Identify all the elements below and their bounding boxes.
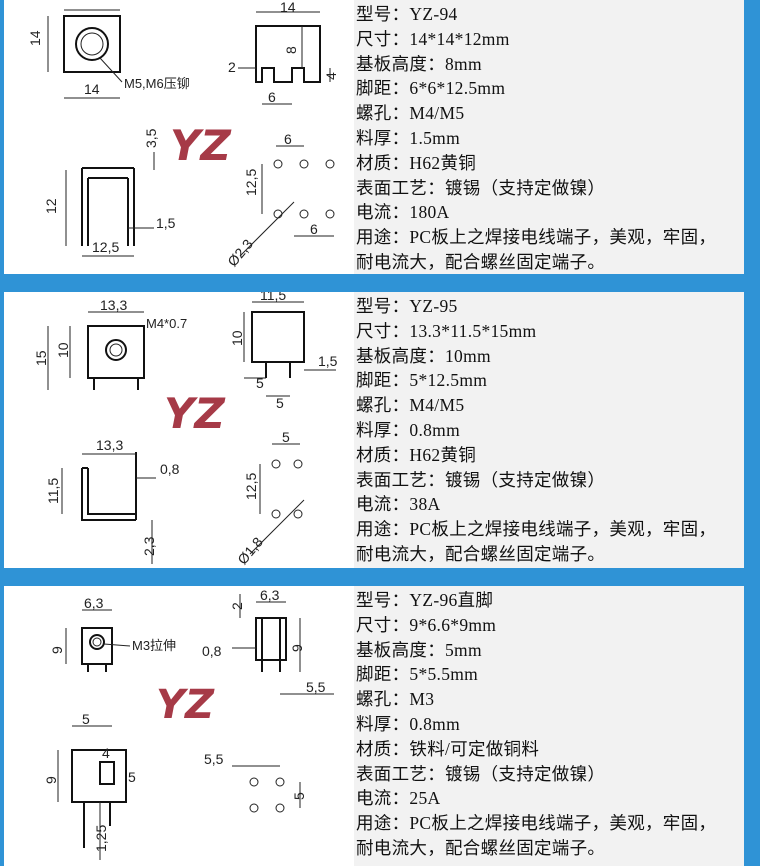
dim-label: 5 (276, 395, 284, 411)
dim-label: 6 (310, 221, 318, 237)
spec-current: 电流：38A (356, 494, 441, 515)
drawing-svg: 13,3 M4*0.7 15 10 11,5 10 5 1,5 5 YZ (33, 292, 338, 568)
spec-usage-cont: 耐电流大，配合螺丝固定端子。 (356, 251, 606, 272)
dim-label: 10 (229, 330, 245, 346)
dim-label: Ø2,3 (224, 236, 256, 270)
dim-label: 9 (43, 776, 59, 784)
dim-label: 12 (43, 198, 59, 214)
dim-label: 14 (84, 81, 100, 97)
spec-list: 型号：YZ-94 尺寸：14*14*12mm 基板高度：8mm 脚距：6*6*1… (354, 0, 744, 274)
spec-size: 尺寸：13.3*11.5*15mm (356, 320, 537, 341)
spec-pin-pitch: 脚距：5*12.5mm (356, 370, 488, 391)
dim-label: 2,3 (141, 536, 157, 556)
spec-model: 型号：YZ-96直脚 (356, 590, 494, 610)
spec-screw-hole: 螺孔：M4/M5 (356, 103, 465, 124)
spec-usage-cont: 耐电流大，配合螺丝固定端子。 (356, 837, 606, 858)
dim-label: 8 (283, 46, 299, 54)
dim-label: 12,5 (243, 169, 259, 196)
dim-label: 5 (291, 792, 307, 800)
dim-label: 14 (280, 0, 296, 15)
spec-thickness: 料厚：0.8mm (356, 419, 460, 440)
dim-label: 11,5 (45, 478, 61, 504)
spec-pin-pitch: 脚距：5*5.5mm (356, 664, 479, 685)
dim-label: 5 (128, 769, 136, 785)
dim-label: 12,5 (243, 473, 259, 500)
spec-current: 电流：25A (356, 788, 441, 809)
dim-label: 6,3 (260, 587, 280, 603)
dim-label: 4 (323, 72, 339, 80)
spec-size: 尺寸：9*6.6*9mm (356, 614, 497, 635)
technical-drawing: 14 14 M5,M6压铆 14 8 2 4 6 YZ 12 3,5 (4, 0, 354, 274)
brand-logo: YZ (164, 389, 226, 438)
dim-label: 14 (27, 30, 43, 46)
product-panel-yz95: 13,3 M4*0.7 15 10 11,5 10 5 1,5 5 YZ (4, 292, 744, 568)
hole-label: M4*0.7 (146, 316, 187, 331)
dim-label: 9 (49, 646, 65, 654)
dim-label: 5,5 (306, 679, 326, 695)
brand-logo: YZ (156, 682, 215, 728)
dim-label: 1,5 (156, 215, 176, 231)
spec-thickness: 料厚：0.8mm (356, 713, 460, 734)
spec-base-height: 基板高度：10mm (356, 345, 491, 366)
dim-label: 2 (228, 59, 236, 75)
dim-label: 10 (55, 342, 71, 358)
drawing-svg: 6,3 9 M3拉伸 6,3 2 0,8 9 5,5 YZ (43, 587, 334, 860)
product-panel-yz94: 14 14 M5,M6压铆 14 8 2 4 6 YZ 12 3,5 (4, 0, 744, 274)
technical-drawing: 6,3 9 M3拉伸 6,3 2 0,8 9 5,5 YZ (4, 586, 354, 866)
dim-label: 4 (102, 745, 110, 761)
brand-logo: YZ (170, 121, 232, 170)
spec-finish: 表面工艺：镀锡（支持定做镍） (356, 469, 606, 490)
spec-material: 材质：H62黄铜 (356, 152, 477, 173)
dim-label: 6 (284, 131, 292, 147)
hole-label: M5,M6压铆 (124, 76, 190, 91)
dim-label: 5 (256, 375, 264, 391)
spec-model: 型号：YZ-95 (356, 296, 458, 316)
dim-label: 1,25 (93, 825, 109, 852)
spec-usage: 用途：PC板上之焊接电线端子，美观，牢固， (356, 227, 717, 248)
dim-label: 11,5 (260, 292, 286, 303)
spec-material: 材质：铁料/可定做铜料 (356, 738, 540, 759)
spec-thickness: 料厚：1.5mm (356, 127, 460, 148)
dim-label: 0,8 (202, 643, 222, 659)
spec-material: 材质：H62黄铜 (356, 444, 477, 465)
spec-pin-pitch: 脚距：6*6*12.5mm (356, 78, 506, 99)
spec-screw-hole: 螺孔：M4/M5 (356, 395, 465, 416)
dim-label: 1,5 (318, 353, 338, 369)
technical-drawing: 13,3 M4*0.7 15 10 11,5 10 5 1,5 5 YZ (4, 292, 354, 568)
spec-usage: 用途：PC板上之焊接电线端子，美观，牢固， (356, 813, 717, 834)
spec-base-height: 基板高度：5mm (356, 639, 482, 660)
dim-label: Ø1,8 (234, 534, 266, 568)
dim-label: 15 (33, 350, 49, 366)
dim-label: 2 (229, 602, 245, 610)
drawing-svg: 14 14 M5,M6压铆 14 8 2 4 6 YZ 12 3,5 (27, 0, 339, 270)
spec-screw-hole: 螺孔：M3 (356, 689, 435, 710)
spec-list: 型号：YZ-96直脚 尺寸：9*6.6*9mm 基板高度：5mm 脚距：5*5.… (354, 586, 744, 866)
dim-label: 6 (268, 89, 276, 105)
spec-current: 电流：180A (356, 202, 450, 223)
dim-label: 0,8 (160, 461, 180, 477)
hole-label: M3拉伸 (132, 638, 176, 653)
spec-usage-cont: 耐电流大，配合螺丝固定端子。 (356, 543, 606, 564)
dim-label: 9 (289, 644, 305, 652)
spec-model: 型号：YZ-94 (356, 4, 458, 24)
spec-base-height: 基板高度：8mm (356, 53, 482, 74)
dim-label: 12,5 (92, 239, 119, 255)
spec-usage: 用途：PC板上之焊接电线端子，美观，牢固， (356, 519, 717, 540)
product-panel-yz96: 6,3 9 M3拉伸 6,3 2 0,8 9 5,5 YZ (4, 586, 744, 866)
dim-label: 5 (282, 429, 290, 445)
dim-label: 5 (82, 711, 90, 727)
dim-label: 3,5 (143, 128, 159, 148)
spec-list: 型号：YZ-95 尺寸：13.3*11.5*15mm 基板高度：10mm 脚距：… (354, 292, 744, 568)
dim-label: 6,3 (84, 595, 104, 611)
dim-label: 13,3 (96, 437, 123, 453)
spec-size: 尺寸：14*14*12mm (356, 28, 510, 49)
dim-label: 5,5 (204, 751, 224, 767)
dim-label: 13,3 (100, 297, 127, 313)
spec-finish: 表面工艺：镀锡（支持定做镍） (356, 763, 606, 784)
spec-finish: 表面工艺：镀锡（支持定做镍） (356, 177, 606, 198)
